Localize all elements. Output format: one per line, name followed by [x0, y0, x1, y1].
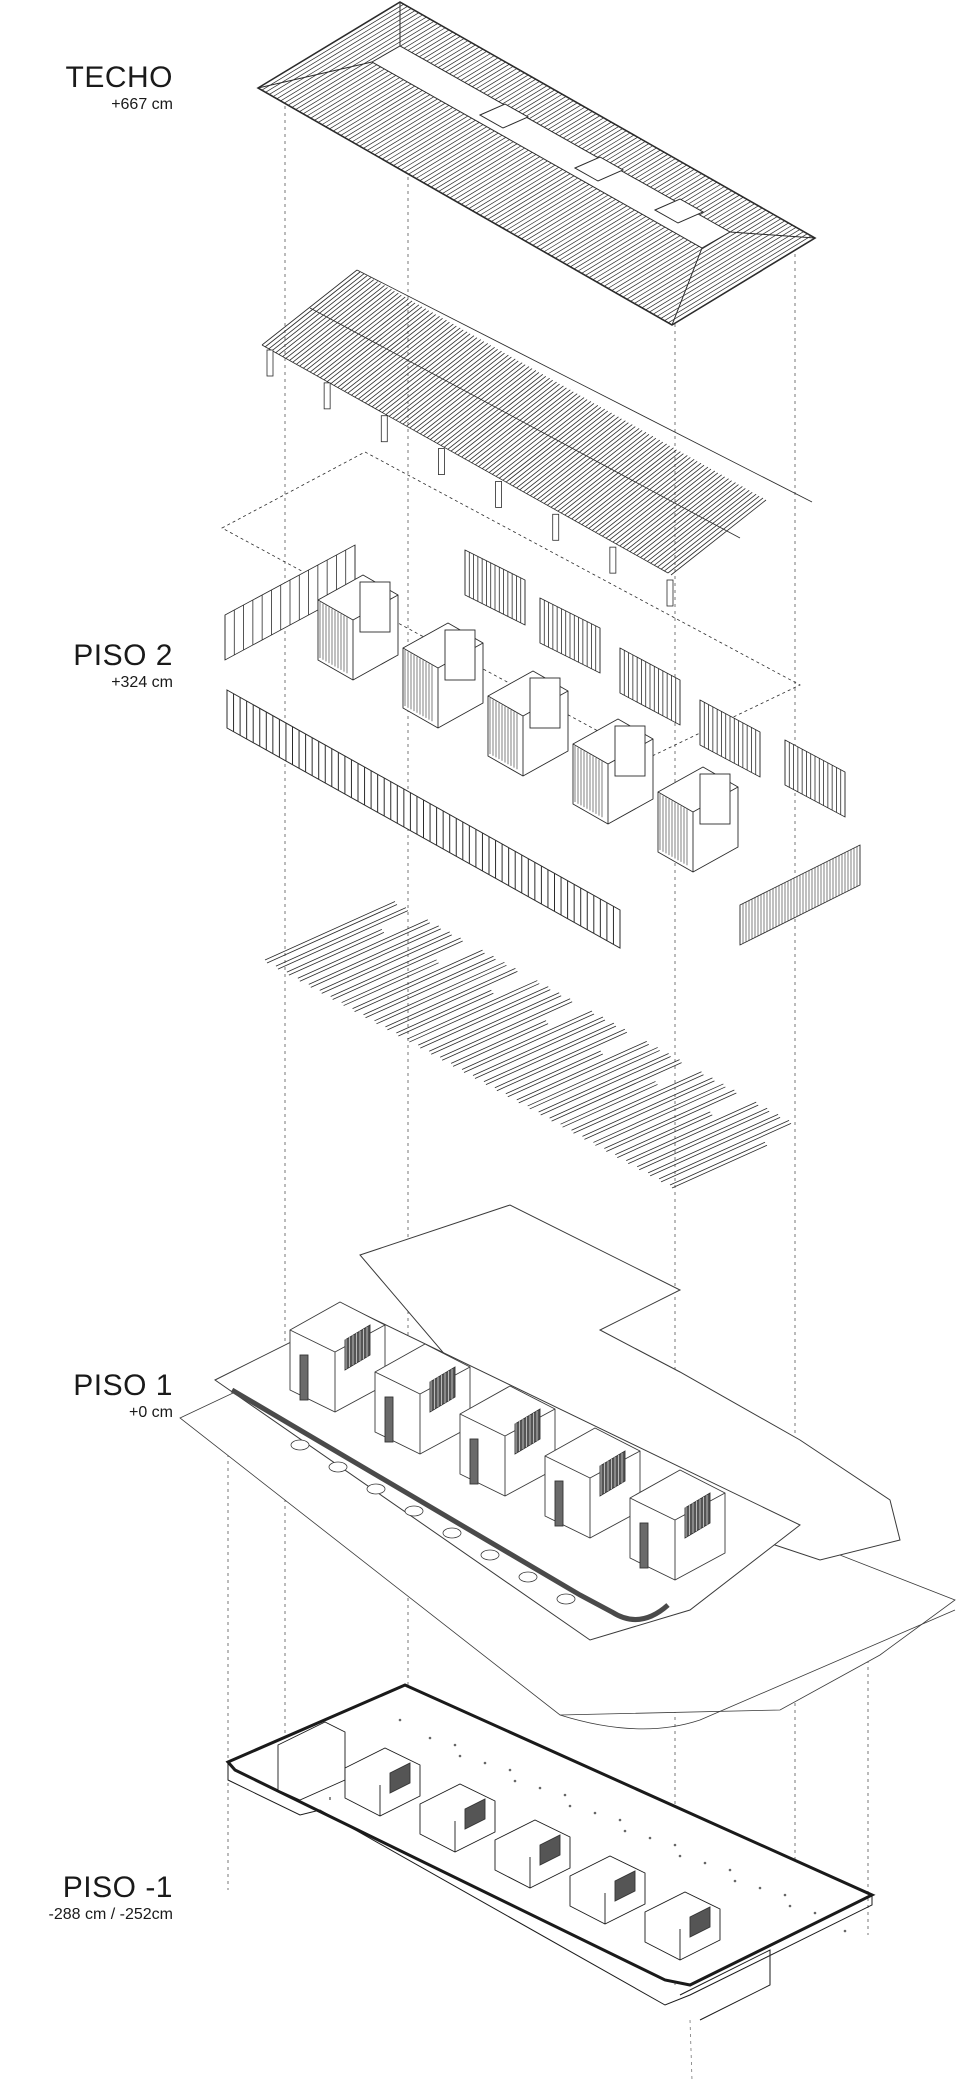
rear-facade-panels [224, 544, 846, 818]
skylight [573, 156, 625, 182]
floor-1-layer [179, 1204, 956, 1730]
basement-layer [225, 1683, 876, 2081]
floor-2-room-modules [317, 574, 739, 873]
front-facade-screen [226, 689, 621, 949]
basement-ramp [679, 1949, 771, 2021]
floor-1-room-modules [289, 1301, 726, 1581]
level-label-techo: TECHO +667 cm [66, 62, 174, 114]
level-name: PISO 1 [73, 1369, 173, 1402]
side-screen [739, 844, 861, 946]
level-label-piso-2: PISO 2 +324 cm [73, 640, 173, 692]
level-name: TECHO [65, 61, 173, 94]
basement-room-modules [277, 1721, 721, 1961]
floor-structure-layer [264, 901, 792, 1189]
level-name: PISO 2 [73, 639, 173, 672]
level-elevation: +667 cm [111, 96, 173, 113]
skylight [478, 103, 530, 129]
level-elevation: +0 cm [128, 1404, 173, 1421]
roof-layer [256, 1, 817, 326]
floor-1-curved-wall [230, 1387, 670, 1623]
floor-2-slab-outline [221, 451, 801, 759]
roof-hatch [261, 3, 812, 324]
planters [290, 1439, 576, 1605]
level-elevation: -288 cm / -252cm [48, 1906, 173, 1923]
level-label-piso-minus-1: PISO -1 -288 cm / -252cm [49, 1872, 173, 1924]
roof-structure-layer [261, 269, 813, 607]
level-label-piso-1: PISO 1 +0 cm [73, 1370, 173, 1422]
skylight [653, 198, 705, 224]
column-grid [398, 1718, 847, 1933]
level-name: PISO -1 [62, 1871, 173, 1904]
floor-2-layer [221, 451, 861, 949]
level-elevation: +324 cm [111, 674, 173, 691]
